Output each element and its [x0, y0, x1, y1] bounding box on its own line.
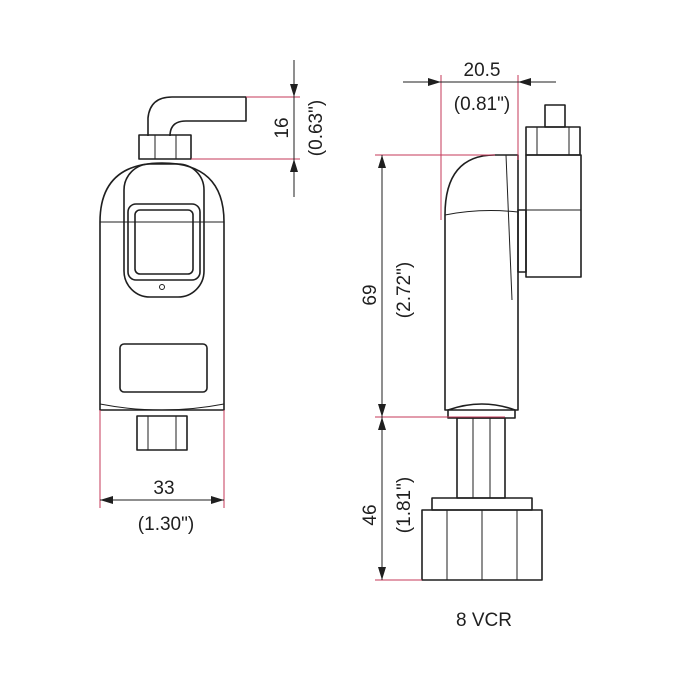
side-top-nut — [525, 126, 581, 156]
front-sensor-window — [134, 209, 194, 275]
front-label-panel — [119, 343, 208, 393]
front-main-body — [99, 162, 225, 411]
dim-side-offset-value: 20.5 — [464, 60, 501, 81]
dim-body-height: 69 (2.72") — [360, 154, 505, 418]
dim-fitting-height: 16 (0.63") — [191, 60, 327, 197]
connection-type-label: 8 VCR — [456, 610, 512, 631]
front-sensor-frame — [127, 203, 201, 281]
side-view — [421, 104, 582, 581]
dim-body-height-value: 69 — [360, 284, 381, 305]
side-valve-block — [525, 154, 582, 278]
dim-front-width: 33 (1.30") — [99, 410, 225, 535]
side-top-cap — [544, 104, 566, 128]
front-indicator-dot — [159, 284, 165, 290]
dim-front-width-value: 33 — [153, 478, 174, 499]
dim-fitting-height-inch: (0.63") — [306, 100, 327, 156]
front-bent-tube — [147, 96, 247, 137]
dim-connector-height-value: 46 — [360, 504, 381, 525]
dim-connector-height-inch: (1.81") — [394, 477, 415, 533]
side-vcr-neck — [431, 497, 533, 511]
side-stem — [456, 417, 506, 499]
dim-fitting-height-value: 16 — [272, 117, 293, 138]
front-bottom-stem — [136, 415, 188, 451]
dim-connector-height: 46 (1.81") — [360, 417, 422, 581]
front-view — [99, 96, 247, 451]
front-sensor-housing — [123, 163, 205, 298]
front-top-nut — [138, 134, 192, 160]
dim-body-height-inch: (2.72") — [394, 262, 415, 318]
side-main-body — [444, 154, 519, 411]
dim-side-offset: 20.5 (0.81") — [403, 60, 556, 220]
dim-side-offset-inch: (0.81") — [454, 94, 510, 115]
side-bottom-collar — [447, 403, 516, 419]
dim-front-width-inch: (1.30") — [138, 514, 194, 535]
side-valve-gasket — [517, 209, 527, 273]
